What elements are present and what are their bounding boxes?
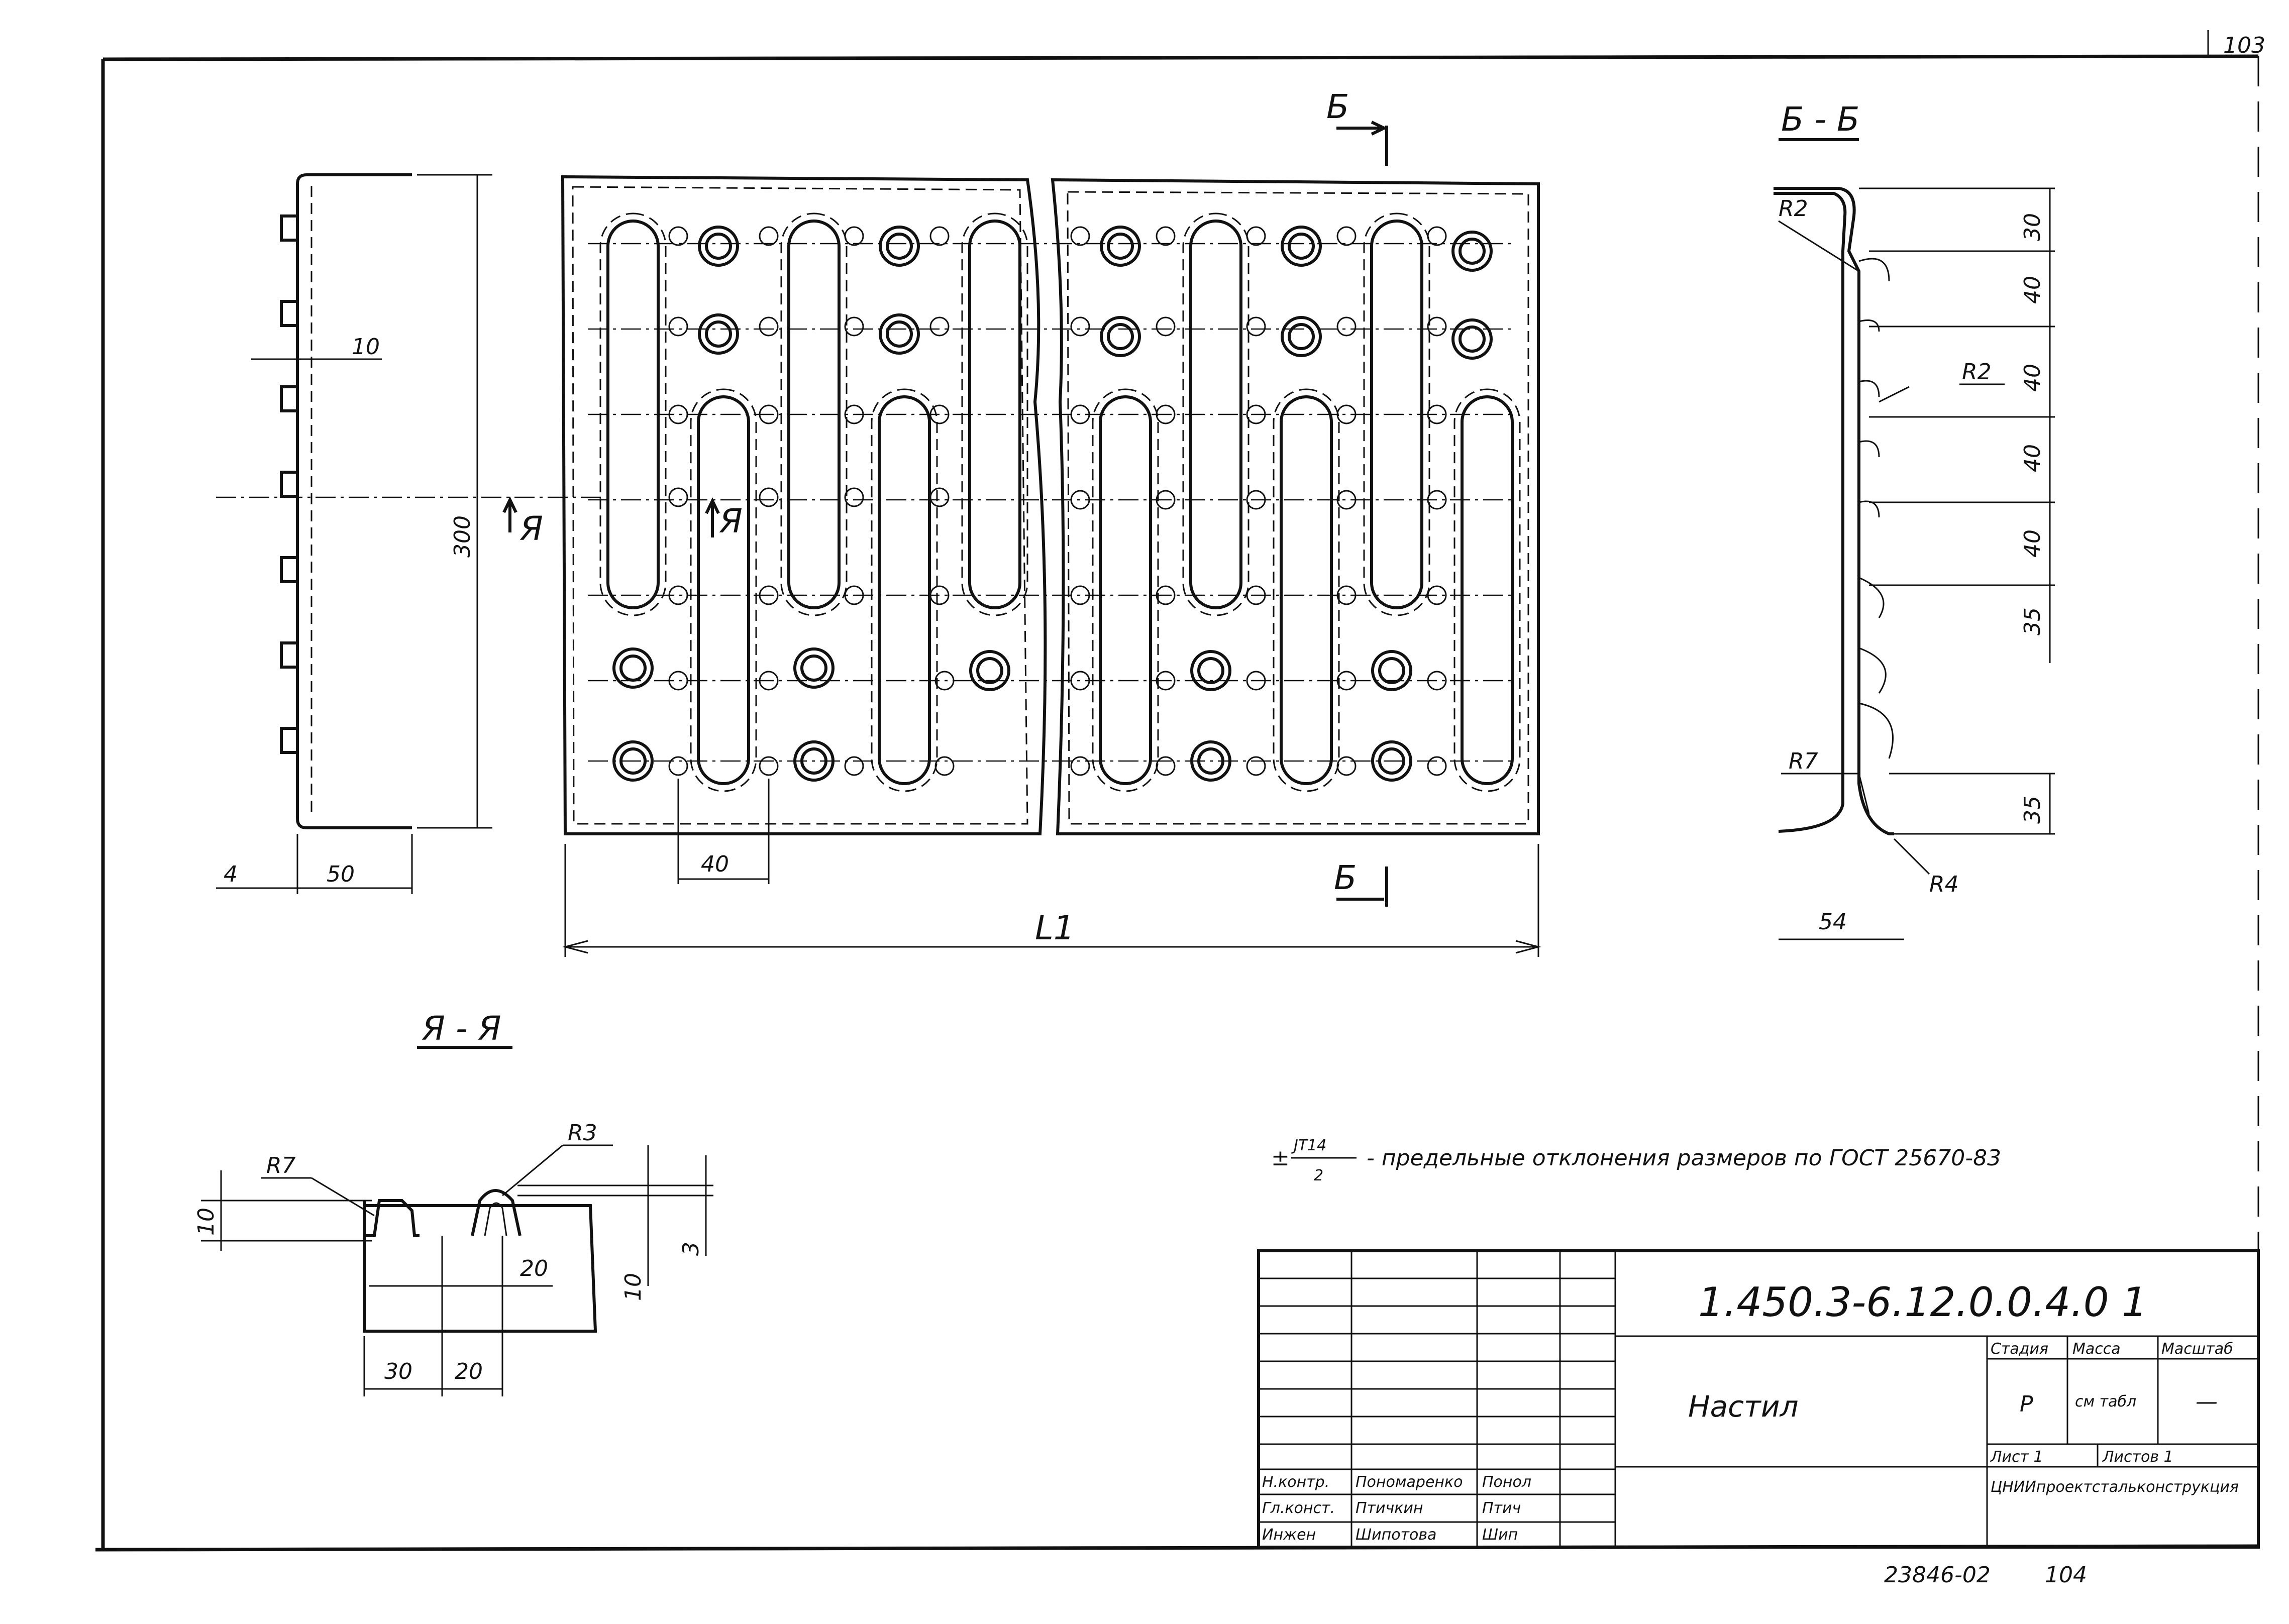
svg-text:3: 3 (678, 1242, 704, 1256)
svg-text:±: ± (1271, 1145, 1290, 1171)
svg-text:40: 40 (2020, 364, 2045, 392)
svg-text:Птичкин: Птичкин (1356, 1499, 1423, 1517)
svg-text:R2: R2 (1962, 359, 1992, 385)
svg-text:R4: R4 (1929, 872, 1959, 897)
svg-text:ЈТ14: ЈТ14 (1291, 1137, 1326, 1154)
svg-text:4: 4 (224, 861, 238, 887)
svg-text:35: 35 (2020, 796, 2045, 824)
svg-text:2: 2 (1314, 1167, 1323, 1184)
svg-text:Б - Б: Б - Б (1781, 100, 1859, 139)
svg-text:10: 10 (620, 1273, 646, 1301)
page-number: 104 (2045, 1562, 2087, 1588)
svg-text:Гл.конст.: Гл.конст. (1262, 1499, 1335, 1517)
svg-text:Я: Я (719, 502, 743, 540)
svg-text:50: 50 (327, 861, 355, 887)
svg-text:Шипотова: Шипотова (1356, 1526, 1436, 1544)
section-a-a: Я - Я 10 R7 R3 20 10 3 30 20 (193, 1009, 713, 1396)
part-name: Настил (1688, 1389, 1799, 1424)
svg-text:Я - Я: Я - Я (422, 1009, 501, 1048)
svg-text:35: 35 (2020, 607, 2045, 635)
svg-text:Инжен: Инжен (1262, 1526, 1316, 1544)
svg-text:300: 300 (450, 515, 475, 558)
svg-text:Птич: Птич (1482, 1499, 1521, 1517)
archive-number: 23846-02 (1884, 1562, 1991, 1588)
sheet-number: 103 (2223, 33, 2265, 58)
svg-text:30: 30 (2020, 213, 2045, 241)
svg-text:см табл: см табл (2075, 1393, 2136, 1411)
svg-text:ЦНИИпроектстальконструкция: ЦНИИпроектстальконструкция (1991, 1478, 2239, 1496)
tolerance-note: ± ЈТ14 2 - предельные отклонения размеро… (1271, 1137, 2001, 1184)
svg-text:R7: R7 (266, 1153, 296, 1178)
svg-text:Шип: Шип (1482, 1526, 1518, 1544)
svg-text:40: 40 (2020, 276, 2045, 304)
svg-text:Масштаб: Масштаб (2161, 1340, 2233, 1358)
svg-text:Я: Я (519, 509, 543, 548)
svg-text:R3: R3 (568, 1120, 597, 1146)
svg-text:20: 20 (455, 1359, 483, 1384)
svg-text:Стадия: Стадия (1991, 1340, 2048, 1358)
title-block: 1.450.3-6.12.0.0.4.0 1 Настил Стадия Мас… (1257, 1249, 2260, 1549)
svg-text:10: 10 (352, 334, 380, 360)
svg-text:30: 30 (384, 1359, 412, 1384)
svg-text:Листов 1: Листов 1 (2102, 1448, 2173, 1466)
svg-text:R7: R7 (1789, 748, 1818, 774)
svg-text:Понол: Понол (1482, 1473, 1531, 1491)
svg-text:40: 40 (2020, 444, 2045, 472)
plan-view: Я Б Б 40 L1 (561, 87, 1541, 957)
svg-text:R2: R2 (1779, 196, 1808, 222)
svg-text:Н.контр.: Н.контр. (1262, 1473, 1329, 1491)
svg-text:—: — (2196, 1389, 2218, 1415)
svg-text:- предельные отклонения размер: - предельные отклонения размеров по ГОСТ… (1367, 1145, 2001, 1171)
svg-text:Б: Б (1334, 858, 1357, 897)
svg-text:20: 20 (520, 1256, 548, 1281)
svg-text:40: 40 (701, 851, 729, 877)
svg-text:10: 10 (193, 1208, 219, 1236)
section-b-b: Б - Б 30 40 40 40 40 35 35 R2 R2 R7 (1774, 100, 2055, 940)
svg-text:L1: L1 (1035, 909, 1075, 947)
svg-text:Лист 1: Лист 1 (1990, 1448, 2043, 1466)
svg-text:Р: Р (2020, 1391, 2033, 1417)
side-view: 300 10 50 4 Я (216, 173, 603, 894)
svg-text:Масса: Масса (2072, 1340, 2121, 1358)
designation: 1.450.3-6.12.0.0.4.0 1 (1698, 1279, 2147, 1326)
svg-text:Пономаренко: Пономаренко (1356, 1473, 1463, 1491)
svg-text:40: 40 (2020, 529, 2045, 558)
svg-text:Б: Б (1326, 87, 1349, 126)
svg-text:54: 54 (1819, 909, 1847, 935)
frame-top-line (102, 54, 2259, 61)
